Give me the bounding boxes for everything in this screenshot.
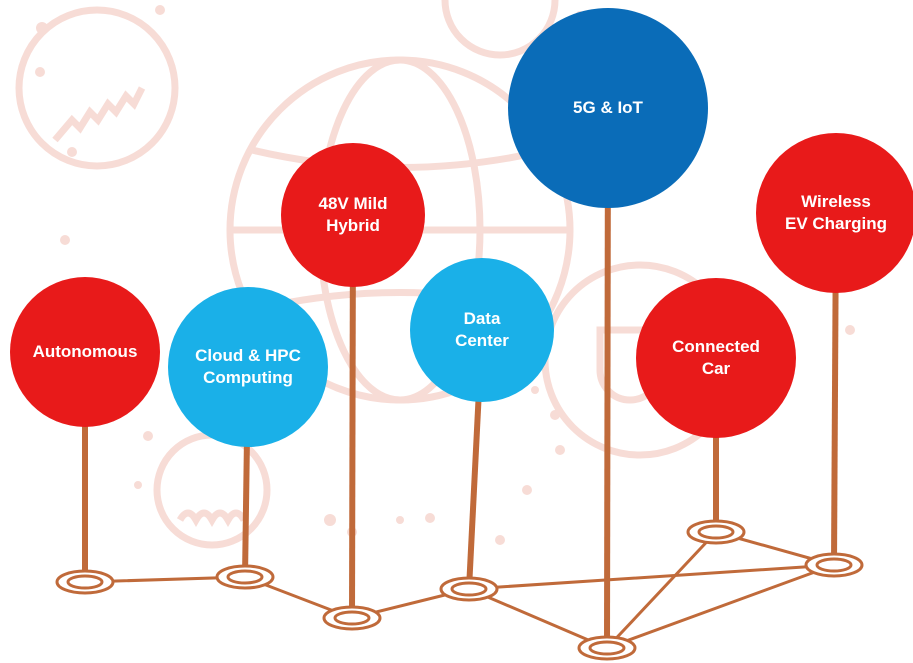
base-ring-autonomous bbox=[55, 569, 115, 595]
base-ring-48v-mild-hybrid bbox=[322, 605, 382, 631]
label-line: Connected bbox=[672, 337, 760, 356]
bubble-autonomous bbox=[10, 277, 160, 427]
base-ring-data-center bbox=[439, 576, 499, 602]
decor-dot bbox=[324, 514, 336, 526]
label-line: 5G & IoT bbox=[573, 98, 643, 117]
network-edge bbox=[605, 530, 718, 650]
bubble-5g-iot bbox=[508, 8, 708, 208]
label-line: Data bbox=[463, 309, 501, 328]
resistor-icon bbox=[15, 6, 179, 170]
base-ring-wireless-ev-charging bbox=[804, 552, 864, 578]
base-ring-cloud-hpc bbox=[215, 564, 275, 590]
decor-dot bbox=[60, 235, 70, 245]
label-line: Cloud & HPC bbox=[195, 346, 301, 365]
label-line: Autonomous bbox=[32, 342, 138, 361]
label-autonomous: Autonomous bbox=[33, 341, 138, 363]
network-edge bbox=[467, 587, 609, 650]
label-5g-iot: 5G & IoT bbox=[573, 97, 643, 119]
decor-dot bbox=[555, 445, 565, 455]
decor-dot bbox=[522, 485, 532, 495]
bubble-connected-car bbox=[636, 278, 796, 438]
decor-dot bbox=[396, 516, 404, 524]
label-wireless-ev-charging: Wireless EV Charging bbox=[785, 191, 887, 235]
label-cloud-hpc: Cloud & HPC Computing bbox=[195, 345, 301, 389]
base-ring-connected-car bbox=[686, 519, 746, 545]
bubble-data-center bbox=[410, 258, 554, 402]
decor-dot bbox=[495, 535, 505, 545]
decor-dot bbox=[425, 513, 435, 523]
label-line: Wireless bbox=[801, 192, 871, 211]
node-bubbles bbox=[10, 8, 913, 447]
decor-dot bbox=[67, 147, 77, 157]
decor-dot bbox=[134, 481, 142, 489]
node-bases bbox=[55, 519, 864, 661]
decor-dot bbox=[531, 386, 539, 394]
label-line: EV Charging bbox=[784, 214, 888, 233]
decor-dot bbox=[143, 431, 153, 441]
label-line: Center bbox=[455, 331, 509, 350]
bubble-cloud-hpc bbox=[168, 287, 328, 447]
label-line: Car bbox=[701, 359, 731, 378]
decor-dot bbox=[155, 5, 165, 15]
network-edge bbox=[605, 563, 836, 650]
decor-ring bbox=[441, 0, 559, 59]
bubble-wireless-ev-charging bbox=[756, 133, 913, 293]
base-ring-5g-iot bbox=[577, 635, 637, 661]
decor-dot bbox=[845, 325, 855, 335]
decor-dot bbox=[35, 67, 45, 77]
inductor-icon bbox=[153, 431, 271, 549]
decor-dot bbox=[36, 22, 48, 34]
label-line: Computing bbox=[203, 368, 293, 387]
decor-dot bbox=[550, 410, 560, 420]
label-line: 48V Mild bbox=[318, 194, 388, 213]
label-line: Hybrid bbox=[326, 216, 380, 235]
network-edge bbox=[467, 563, 836, 591]
bubble-48v-mild-hybrid bbox=[281, 143, 425, 287]
